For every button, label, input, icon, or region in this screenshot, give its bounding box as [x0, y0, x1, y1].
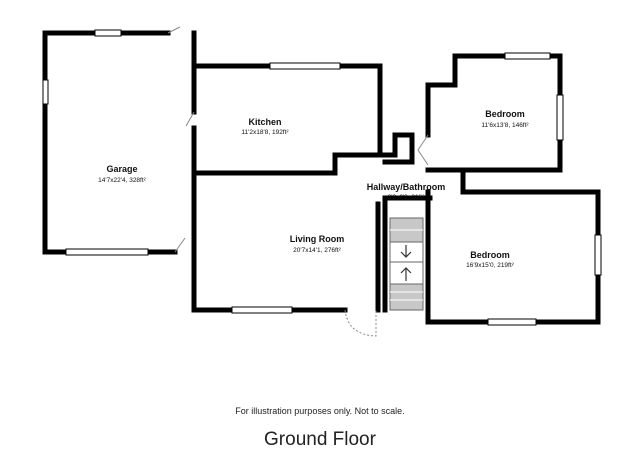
hallway-label: Hallway/Bathroom [366, 182, 446, 192]
living-room-walls [191, 175, 381, 313]
bedroom-top-door-swing [417, 134, 429, 166]
kitchen-walls [191, 63, 383, 176]
arrow-up-icon [400, 267, 412, 281]
kitchen-dimensions: 11'2x18'8, 192ft² [241, 129, 289, 136]
bedroom-bottom-walls [425, 167, 601, 325]
bedroom-top-dimensions: 11'6x13'8, 146ft² [481, 122, 529, 129]
garage-door-swing [167, 26, 186, 253]
garage-openings [42, 29, 149, 256]
garage-dimensions: 14'7x22'4, 328ft² [98, 177, 146, 184]
bedroom-bottom-dimensions: 16'9x15'0, 219ft² [466, 262, 514, 269]
living-room-label: Living Room [289, 234, 345, 244]
hallway-walls [382, 195, 433, 313]
disclaimer-text: For illustration purposes only. Not to s… [235, 406, 405, 416]
kitchen-window [269, 62, 341, 70]
kitchen-door-swing [185, 111, 195, 127]
bedroom-top-label: Bedroom [485, 109, 525, 119]
bedroom-bottom-label: Bedroom [470, 250, 510, 260]
bedroom-bottom-windows [487, 234, 602, 326]
bedroom-top-windows [504, 52, 564, 141]
hallway-dimensions: 3'3x6'8, 21ft² [387, 194, 425, 201]
kitchen-label: Kitchen [248, 117, 282, 127]
living-room-dimensions: 20'7x14'1, 276ft² [293, 247, 341, 254]
floor-plan [42, 26, 602, 337]
bedroom-top-walls [382, 53, 563, 173]
living-room-door-swing [344, 309, 377, 337]
arrow-down-icon [400, 245, 412, 258]
living-room-window [231, 306, 293, 314]
garage-label: Garage [106, 164, 138, 174]
floor-title: Ground Floor [264, 429, 376, 450]
garage-walls [42, 30, 197, 255]
